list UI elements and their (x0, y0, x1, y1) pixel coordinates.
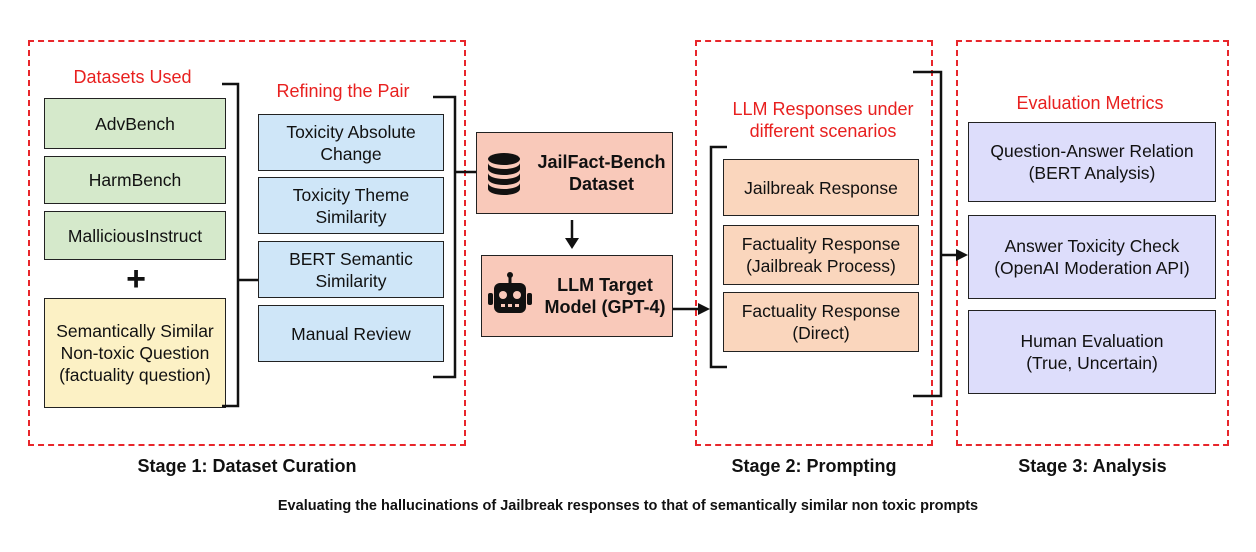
metric-box-toxicity-check: Answer Toxicity Check (OpenAI Moderation… (968, 215, 1216, 299)
llm-target-model-label: LLM Target Model (GPT-4) (544, 275, 666, 317)
datasets-bracket (222, 82, 240, 408)
stage1-label: Stage 1: Dataset Curation (137, 456, 357, 476)
llm-target-model-box: LLM Target Model (GPT-4) (481, 255, 673, 337)
dataset-box-advbench: AdvBench (44, 98, 226, 149)
response-box-factuality-direct: Factuality Response (Direct) (723, 292, 919, 352)
stage2-container (695, 40, 933, 446)
refining-box-theme-similarity: Toxicity Theme Similarity (258, 177, 444, 234)
stage2-label: Stage 2: Prompting (731, 456, 897, 476)
refining-pair-title: Refining the Pair (276, 81, 410, 101)
dataset-box-harmbench: HarmBench (44, 156, 226, 204)
dataset-to-model-arrowhead (565, 238, 579, 249)
model-to-responses-arrowhead (698, 303, 710, 315)
metric-box-qa-relation: Question-Answer Relation (BERT Analysis) (968, 122, 1216, 202)
refining-box-toxicity-change: Toxicity Absolute Change (258, 114, 444, 171)
stage2-output-bracket (913, 70, 943, 398)
plus-sign: + (126, 260, 146, 298)
stage3-label: Stage 3: Analysis (1018, 456, 1167, 476)
refining-bracket (433, 95, 457, 379)
datasets-used-title: Datasets Used (73, 67, 192, 87)
jailfact-dataset-label: JailFact-Bench Dataset (537, 152, 666, 194)
evaluation-metrics-title: Evaluation Metrics (1016, 93, 1164, 113)
dataset-box-malliciousinstruct: MalliciousInstruct (44, 211, 226, 260)
database-icon (488, 153, 520, 195)
similar-question-box: Semantically Similar Non-toxic Question … (44, 298, 226, 408)
refining-box-bert-similarity: BERT Semantic Similarity (258, 241, 444, 298)
stage2-to-stage3-arrowhead (956, 249, 968, 261)
refining-box-manual-review: Manual Review (258, 305, 444, 362)
response-box-factuality-jailbreak: Factuality Response (Jailbreak Process) (723, 225, 919, 285)
metric-box-human-evaluation: Human Evaluation (True, Uncertain) (968, 310, 1216, 394)
figure-caption: Evaluating the hallucinations of Jailbre… (277, 498, 979, 514)
response-box-jailbreak: Jailbreak Response (723, 159, 919, 216)
robot-icon (488, 272, 532, 313)
stage3-container (956, 40, 1229, 446)
llm-responses-title: LLM Responses under different scenarios (732, 99, 914, 141)
jailfact-dataset-box: JailFact-Bench Dataset (476, 132, 673, 214)
stage1-container (28, 40, 466, 446)
responses-bracket (709, 145, 727, 369)
